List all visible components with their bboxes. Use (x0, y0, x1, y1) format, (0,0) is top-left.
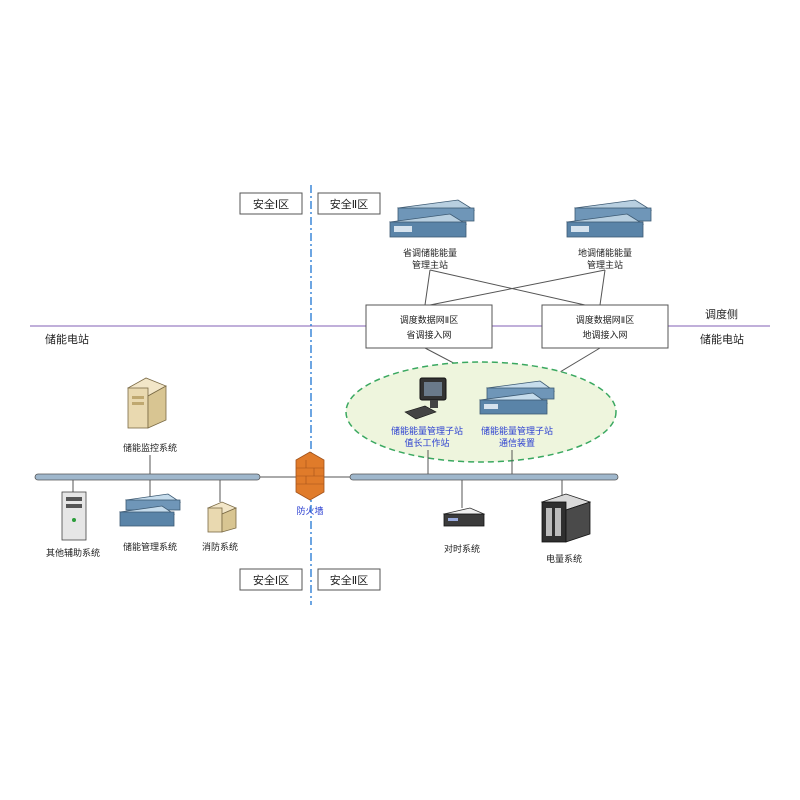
zone-label-1-top: 安全Ⅰ区 (239, 192, 303, 215)
other-aux-tower-icon (61, 491, 87, 541)
uplink-provincial-to-provincial-box (424, 269, 431, 306)
svg-text:安全Ⅱ区: 安全Ⅱ区 (330, 197, 368, 211)
workstation-label-1: 储能能量管理子站 (391, 425, 463, 437)
uplink-local-to-provincial-box (429, 269, 606, 306)
monitoring-server-icon (127, 377, 167, 429)
local-access-box: 调度数据网Ⅱ区 地调接入网 (541, 304, 669, 349)
bms-label: 储能管理系统 (123, 541, 177, 553)
comm-device-label-2: 通信装置 (499, 437, 535, 449)
svg-text:安全Ⅰ区: 安全Ⅰ区 (253, 573, 289, 587)
meter-label: 电量系统 (546, 553, 582, 565)
local-master-label-2: 管理主站 (587, 259, 623, 271)
monitoring-label: 储能监控系统 (123, 442, 177, 454)
left-station-label: 储能电站 (45, 332, 89, 346)
fire-system-icon (206, 501, 238, 533)
zone-label-2-top: 安全Ⅱ区 (317, 192, 381, 215)
uplink-provincial-to-local-box (429, 269, 586, 306)
zone2-network-bus (349, 473, 619, 481)
time-sync-icon (442, 507, 486, 527)
time-sync-label: 对时系统 (444, 543, 480, 555)
zone-label-2-bottom: 安全Ⅱ区 (317, 568, 381, 591)
firewall-icon (295, 451, 325, 501)
provincial-access-box: 调度数据网Ⅱ区 省调接入网 (365, 304, 493, 349)
svg-text:调度数据网Ⅱ区: 调度数据网Ⅱ区 (400, 314, 458, 326)
firewall-label: 防火墙 (296, 505, 323, 517)
fire-label: 消防系统 (202, 541, 238, 553)
svg-text:省调接入网: 省调接入网 (406, 329, 451, 341)
comm-device-icon (478, 380, 556, 415)
dispatch-side-label: 调度侧 (705, 307, 738, 321)
comm-device-label-1: 储能能量管理子站 (481, 425, 553, 437)
bms-server-icon (118, 493, 182, 527)
provincial-master-server-icon (388, 199, 476, 238)
svg-text:地调接入网: 地调接入网 (582, 329, 627, 341)
other-aux-label: 其他辅助系统 (46, 547, 100, 559)
uplink-local-to-local-box (599, 269, 606, 306)
workstation-label-2: 值长工作站 (404, 437, 449, 449)
local-master-server-icon (565, 199, 653, 238)
zone-label-1-bottom: 安全Ⅰ区 (239, 568, 303, 591)
zone1-device-links (72, 455, 221, 502)
meter-cabinet-icon (540, 493, 592, 543)
zone1-network-bus (34, 473, 261, 481)
right-station-label: 储能电站 (700, 332, 744, 346)
svg-text:安全Ⅰ区: 安全Ⅰ区 (253, 197, 289, 211)
workstation-icon (404, 377, 447, 420)
zone2-device-links (461, 480, 563, 508)
provincial-master-label-1: 省调储能能量 (403, 247, 457, 259)
local-master-label-1: 地调储能能量 (578, 247, 632, 259)
svg-text:安全Ⅱ区: 安全Ⅱ区 (330, 573, 368, 587)
provincial-master-label-2: 管理主站 (412, 259, 448, 271)
svg-text:调度数据网Ⅱ区: 调度数据网Ⅱ区 (576, 314, 634, 326)
